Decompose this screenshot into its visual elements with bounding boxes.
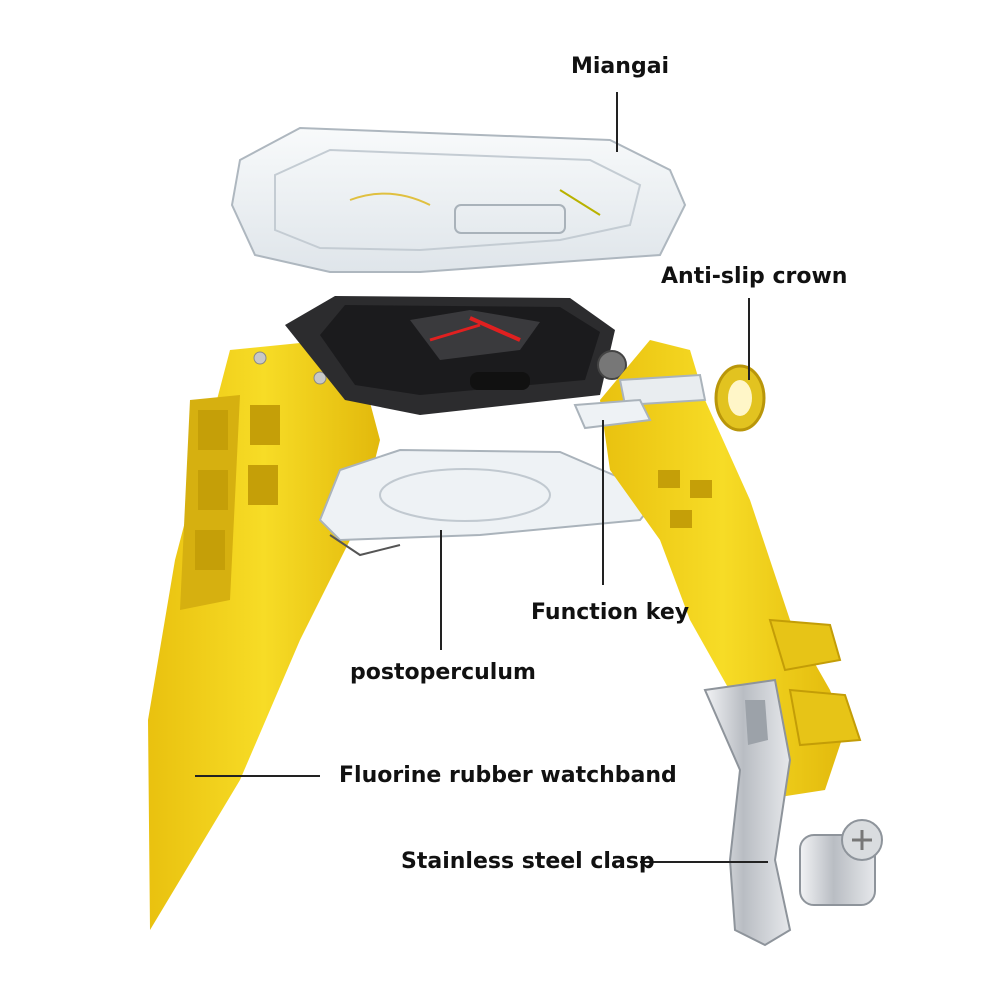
crown-assembly [573, 364, 766, 432]
clasp-leader [640, 861, 768, 863]
anti-slip-crown-label: Anti-slip crown [661, 264, 848, 289]
anti-slip-crown-leader [748, 298, 750, 380]
function-key-label: Function key [531, 600, 690, 625]
miangai-leader [616, 92, 618, 152]
right-strap [600, 340, 862, 800]
miangai-label: Miangai [571, 54, 670, 79]
postoperculum-label: postoperculum [350, 660, 536, 685]
left-strap [148, 340, 380, 930]
clear-back-plate [318, 448, 662, 557]
postoperculum-leader [440, 530, 442, 650]
function-key-leader [602, 420, 604, 585]
steel-clasp [703, 678, 883, 947]
watch-body [285, 296, 627, 415]
watchband-label: Fluorine rubber watchband [339, 763, 677, 788]
clasp-label: Stainless steel clasp [401, 849, 655, 874]
watchband-leader [195, 775, 320, 777]
clear-case-top [230, 126, 687, 273]
